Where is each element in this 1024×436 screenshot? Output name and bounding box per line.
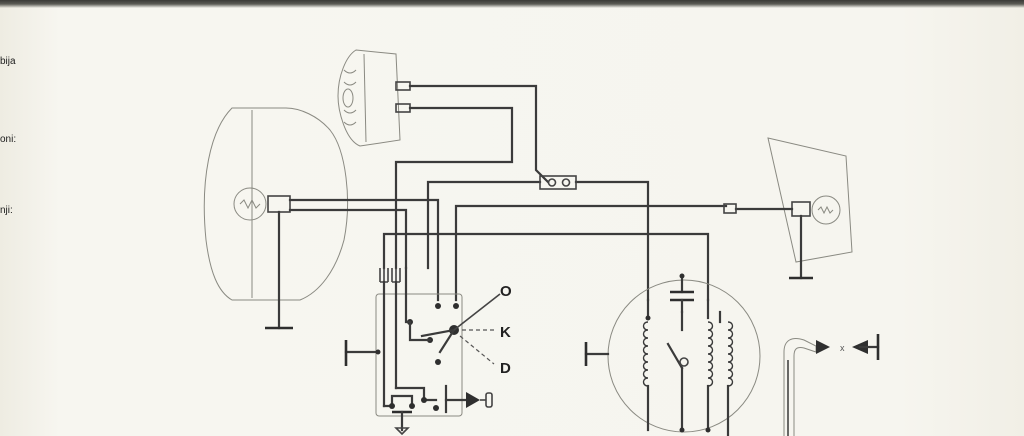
svg-text:x: x	[840, 343, 845, 353]
junction-connector	[539, 175, 577, 190]
scan-top-edge	[0, 0, 1024, 8]
light-switch	[375, 266, 501, 436]
margin-text-1: bija	[0, 56, 16, 67]
horn-button	[444, 392, 493, 408]
switch-position-label: D	[500, 360, 511, 377]
headlamp-bulb	[233, 187, 267, 221]
magneto-ground-icon	[584, 342, 610, 366]
tail-lamp	[767, 137, 853, 263]
spark-plug: x	[783, 338, 845, 436]
flywheel-magneto	[607, 273, 761, 436]
switch-position-label: O	[500, 283, 512, 300]
margin-text-2: oni:	[0, 134, 17, 145]
headlamp-connector	[267, 195, 291, 213]
margin-text-3: nji:	[0, 205, 13, 216]
tail-lamp-ground-icon	[789, 214, 813, 280]
horn	[337, 49, 411, 147]
headlamp-ground-icon	[265, 210, 293, 330]
headlamp	[203, 107, 349, 301]
tail-lamp-bulb	[811, 195, 841, 225]
inline-connector	[723, 203, 737, 214]
switch-lever	[453, 293, 501, 331]
tail-lamp-connector	[791, 201, 811, 217]
switch-ground-icon	[344, 340, 381, 366]
switch-position-label: K	[500, 324, 511, 341]
spark-plug-ground-icon	[852, 334, 880, 360]
